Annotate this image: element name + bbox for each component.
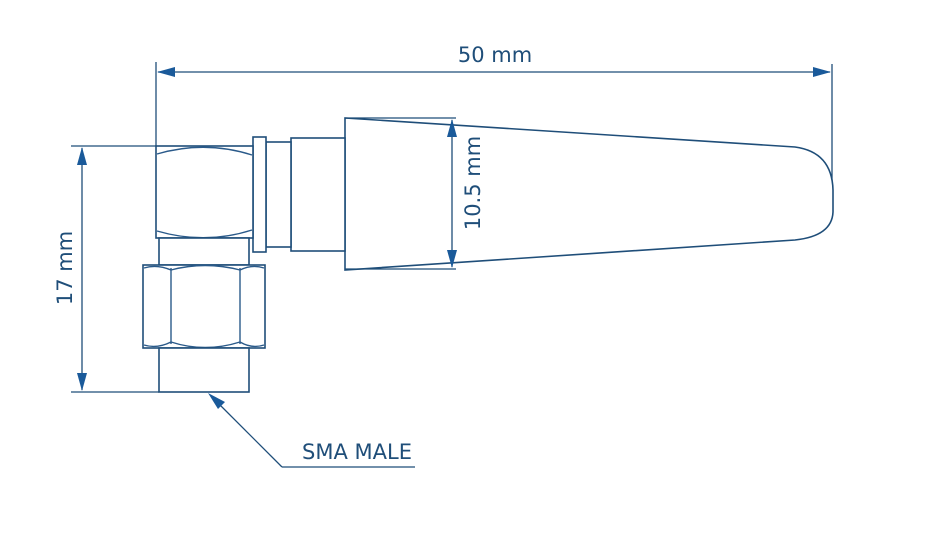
collar — [290, 137, 346, 252]
arrowhead-right-icon — [813, 67, 831, 77]
flange — [252, 136, 267, 253]
arrowhead-up-icon — [447, 119, 457, 137]
arrowhead-left-icon — [157, 67, 175, 77]
dimension-label-17mm: 17 mm — [53, 231, 77, 305]
stem — [158, 237, 250, 266]
barrel-nut — [155, 145, 254, 239]
dimension-label-10-5mm: 10.5 mm — [461, 136, 485, 230]
arrowhead-down-icon — [447, 250, 457, 268]
connector-body — [158, 347, 250, 393]
antenna-body — [344, 117, 834, 271]
dimension-antenna-diameter: 10.5 mm — [345, 117, 485, 270]
dimension-connector-height: 17 mm — [53, 145, 159, 393]
leader-arrowhead-icon — [208, 393, 225, 409]
dimension-label-50mm: 50 mm — [458, 43, 532, 67]
arrowhead-up-icon — [77, 147, 87, 165]
leader-line — [211, 396, 283, 468]
callout-sma-male: SMA MALE — [208, 393, 415, 468]
hex-nut — [142, 264, 266, 349]
neck — [265, 141, 292, 248]
dimension-overall-length: 50 mm — [155, 43, 833, 192]
arrowhead-down-icon — [77, 373, 87, 391]
callout-label: SMA MALE — [302, 440, 412, 464]
